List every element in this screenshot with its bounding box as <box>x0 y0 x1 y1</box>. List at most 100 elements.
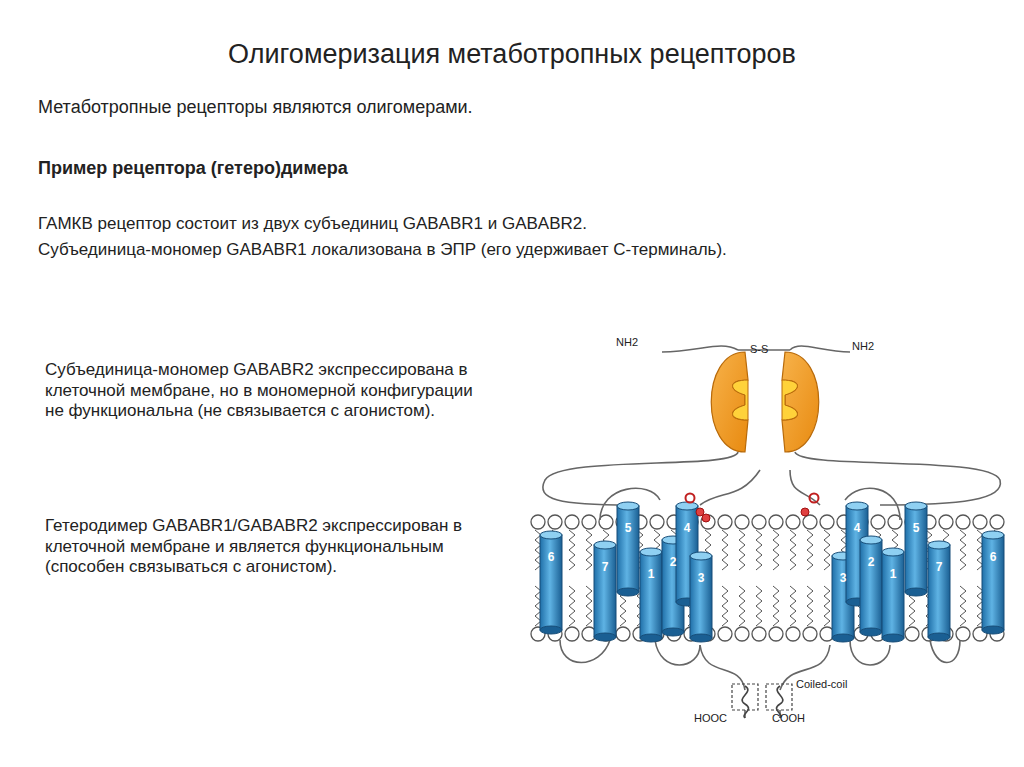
body-text: Гетеродимер GABABR1/GABABR2 экспрессиров… <box>45 516 495 578</box>
helix-bottom <box>662 628 684 636</box>
helix-bottom <box>832 634 854 642</box>
lipid-tail <box>756 586 762 626</box>
lipid-tail <box>824 530 830 570</box>
lipid-head <box>820 515 834 529</box>
helix-top <box>594 541 616 549</box>
callout-number: 2 <box>670 555 677 570</box>
helix-top <box>540 531 562 539</box>
lipid-head <box>599 515 613 529</box>
lipid-head <box>582 515 596 529</box>
lipid-head <box>990 515 1004 529</box>
transmembrane-helices <box>540 502 1004 642</box>
lipid-head <box>803 515 817 529</box>
lipid-head <box>871 515 885 529</box>
coiled-coil-boxes <box>732 684 792 710</box>
lipid-head <box>905 627 919 641</box>
lipid-tail <box>722 530 728 570</box>
helix-bottom <box>982 626 1004 634</box>
lipid-head <box>769 627 783 641</box>
helix-top <box>846 502 868 510</box>
callout-number: 1 <box>890 567 897 582</box>
lipid-head <box>956 627 970 641</box>
helix-top <box>982 531 1004 539</box>
helix-bottom <box>640 634 662 642</box>
callout-number: 6 <box>990 550 997 565</box>
lipid-tail <box>773 530 779 570</box>
lipid-tail <box>586 530 592 570</box>
helix-cylinder <box>928 545 950 637</box>
lipid-head <box>752 515 766 529</box>
body-text: Субъединица-мономер GABABR2 экспрессиров… <box>45 360 495 422</box>
lipid-tail <box>569 586 575 626</box>
body-text: Субъединица-мономер GABABR1 локализована… <box>38 240 998 261</box>
helix-bottom <box>594 633 616 641</box>
callout-number: 2 <box>868 555 875 570</box>
lipid-tail <box>773 586 779 626</box>
helix-top <box>640 548 662 556</box>
lipid-tail <box>586 586 592 626</box>
terminus-label: HOOC <box>694 712 734 725</box>
lipid-tail <box>739 586 745 626</box>
lipid-tail <box>807 530 813 570</box>
lipid-head <box>718 515 732 529</box>
helix-cylinder <box>860 540 882 632</box>
lipid-head <box>531 515 545 529</box>
helix-top <box>882 548 904 556</box>
helix-cylinder <box>905 506 927 592</box>
terminus-label: NH2 <box>616 336 656 349</box>
helix-bottom <box>690 634 712 642</box>
lipid-tail <box>807 586 813 626</box>
helix-top <box>617 502 639 510</box>
lipid-tail <box>739 530 745 570</box>
lipid-head <box>718 627 732 641</box>
terminus-label: NH2 <box>852 340 892 353</box>
lipid-head <box>803 627 817 641</box>
coiled-coil-label: Coiled-coil <box>796 678 886 691</box>
helix-top <box>676 502 698 510</box>
helix-bottom <box>617 588 639 596</box>
callout-number: 5 <box>913 521 920 536</box>
callout-number: 4 <box>684 521 691 536</box>
lipid-head <box>786 515 800 529</box>
helix-cylinder <box>690 556 712 638</box>
lipid-head <box>939 515 953 529</box>
lipid-head <box>956 515 970 529</box>
lipid-tail <box>790 586 796 626</box>
helix-bottom <box>882 634 904 642</box>
helix-top <box>928 541 950 549</box>
lipid-head <box>616 627 630 641</box>
lipid-head <box>565 627 579 641</box>
helix-cylinder <box>617 506 639 592</box>
callout-number: 1 <box>648 567 655 582</box>
helix-top <box>690 552 712 560</box>
callout-number: 7 <box>602 560 609 575</box>
lipid-head <box>701 515 715 529</box>
lipid-tail <box>960 530 966 570</box>
callout-number: 7 <box>936 560 943 575</box>
helix-bottom <box>905 588 927 596</box>
lipid-tail <box>824 586 830 626</box>
helix-top <box>860 536 882 544</box>
lipid-tail <box>790 530 796 570</box>
lipid-head <box>769 515 783 529</box>
helix-top <box>905 502 927 510</box>
page-title: Олигомеризация метаботропных рецепторов <box>0 38 1024 71</box>
helix-cylinder <box>882 552 904 638</box>
disulfide-label: S-S <box>750 343 780 356</box>
helix-bottom <box>860 628 882 636</box>
glycosylation-sites <box>686 494 819 523</box>
lipid-head <box>650 515 664 529</box>
lipid-head <box>565 515 579 529</box>
callout-number: 6 <box>548 550 555 565</box>
helix-cylinder <box>982 535 1004 630</box>
lipid-tail <box>756 530 762 570</box>
helix-cylinder <box>540 535 562 630</box>
example-heading: Пример рецептора (гетеро)димера <box>38 158 938 180</box>
lipid-head <box>752 627 766 641</box>
helix-bottom <box>540 626 562 634</box>
lipid-tail <box>960 586 966 626</box>
callout-number: 3 <box>698 571 705 586</box>
body-text: ГАМКB рецептор состоит из двух субъедини… <box>38 214 998 235</box>
extracellular-domain <box>711 352 819 452</box>
lipid-head <box>786 627 800 641</box>
